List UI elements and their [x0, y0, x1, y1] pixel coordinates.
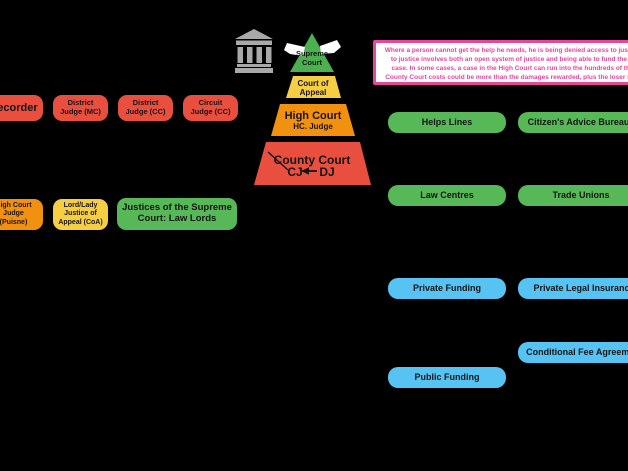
high-court-band: [271, 104, 355, 136]
supreme-court-label-1: Supreme: [296, 49, 328, 58]
high-court-label: High Court: [285, 110, 342, 122]
supreme-court-triangle: [290, 33, 334, 72]
box-district-judge-cc: District Judge (CC): [118, 95, 173, 121]
box-recorder: Recorder: [0, 95, 43, 121]
box-public-funding: Public Funding: [388, 367, 506, 388]
left-wing-shape: [284, 43, 305, 56]
box-high-court-judge-puisne: High Court Judge (Puisne): [0, 199, 43, 230]
court-of-appeal-label-1: Court of: [297, 79, 328, 88]
box-district-judge-mc: District Judge (MC): [53, 95, 108, 121]
box-private-funding: Private Funding: [388, 278, 506, 299]
box-helps-lines: Helps Lines: [388, 112, 506, 133]
county-court-pointer-line: [267, 151, 289, 171]
court-hierarchy-pyramid: Supreme Court Court of Appeal High Court…: [254, 33, 371, 185]
box-justices-supreme-court: Justices of the Supreme Court: Law Lords: [117, 198, 237, 230]
box-trade-unions: Trade Unions: [518, 185, 628, 206]
dj-to-cj-arrow-head: [301, 167, 309, 175]
court-of-appeal-band: [286, 76, 341, 98]
box-citizens-advice-bureaux: Citizen's Advice Bureaux: [518, 112, 628, 133]
right-wing-shape: [320, 40, 341, 54]
access-to-justice-note: Where a person cannot get the help he ne…: [373, 40, 628, 85]
box-circuit-judge-cc: Circuit Judge (CC): [183, 95, 238, 121]
supreme-court-label-2: Court: [302, 58, 322, 67]
box-private-legal-insurance: Private Legal Insurance: [518, 278, 628, 299]
county-court-dj-label: DJ: [319, 165, 334, 179]
courthouse-icon: [235, 29, 273, 73]
box-law-centres: Law Centres: [388, 185, 506, 206]
high-court-judge-label: HC. Judge: [293, 122, 333, 131]
box-lord-lady-justice-appeal: Lord/Lady Justice of Appeal (CoA): [53, 199, 108, 230]
county-court-cj-label: CJ: [287, 165, 302, 179]
county-court-band: [254, 142, 371, 185]
county-court-label: County Court: [274, 153, 351, 167]
court-of-appeal-label-2: Appeal: [300, 88, 327, 97]
box-conditional-fee-agreements: Conditional Fee Agreements: [518, 342, 628, 363]
